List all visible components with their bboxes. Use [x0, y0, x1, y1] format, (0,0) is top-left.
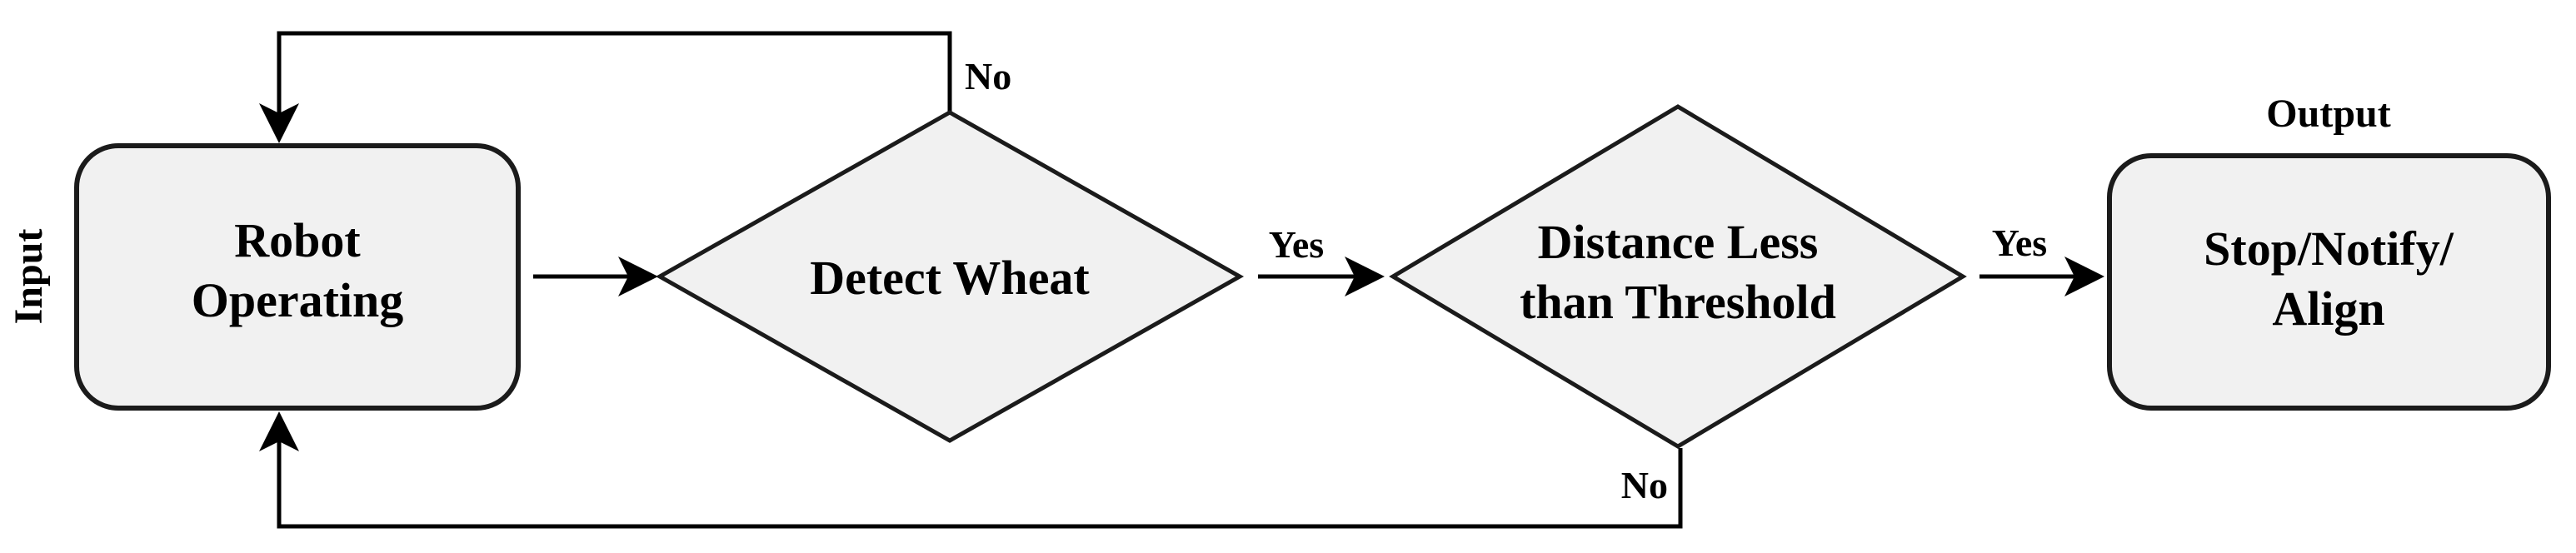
- output-annotation: Output: [2266, 92, 2390, 136]
- edge-detect-yes: Yes: [1258, 223, 1385, 296]
- node-distance-threshold-label-line1: Distance Less: [1538, 215, 1819, 269]
- edge-detect-no-line: [277, 31, 952, 115]
- edge-distance-no-line: [277, 441, 1683, 529]
- edge-label-detect-yes: Yes: [1269, 223, 1324, 266]
- node-robot-operating-shape: [74, 143, 521, 411]
- edge-distance-no: No: [259, 411, 1683, 529]
- node-robot-operating-label-line2: Operating: [192, 273, 404, 327]
- arrowhead-into-stop-icon: [2064, 257, 2104, 296]
- node-distance-threshold-label-line2: than Threshold: [1520, 275, 1836, 329]
- node-detect-wheat: Detect Wheat: [655, 110, 1245, 443]
- node-stop-notify-align-shape: [2107, 153, 2551, 411]
- arrowhead-into-detect-icon: [618, 257, 658, 296]
- node-distance-threshold-shape: [1389, 104, 1967, 449]
- edge-detect-no: No: [259, 31, 1011, 143]
- node-robot-operating: Robot Operating: [74, 143, 521, 411]
- edge-label-distance-yes: Yes: [1992, 222, 2047, 264]
- node-detect-wheat-label: Detect Wheat: [810, 251, 1090, 305]
- node-robot-operating-label-line1: Robot: [234, 213, 361, 267]
- input-annotation: Input: [7, 229, 51, 325]
- node-distance-threshold: Distance Less than Threshold: [1389, 104, 1967, 449]
- node-stop-notify-align-label-line2: Align: [2272, 281, 2384, 336]
- edge-robot-to-detect: [533, 257, 658, 296]
- edge-label-detect-no: No: [965, 55, 1011, 97]
- edge-distance-yes: Yes: [1979, 222, 2104, 296]
- node-stop-notify-align-label-line1: Stop/Notify/: [2204, 222, 2454, 276]
- node-stop-notify-align: Stop/Notify/ Align: [2107, 153, 2551, 411]
- arrowhead-into-distance-icon: [1345, 257, 1385, 296]
- edge-label-distance-no: No: [1621, 464, 1668, 506]
- arrowhead-into-robot-bottom-icon: [259, 411, 299, 451]
- node-detect-wheat-shape: [655, 110, 1245, 443]
- arrowhead-into-robot-top-icon: [259, 103, 299, 143]
